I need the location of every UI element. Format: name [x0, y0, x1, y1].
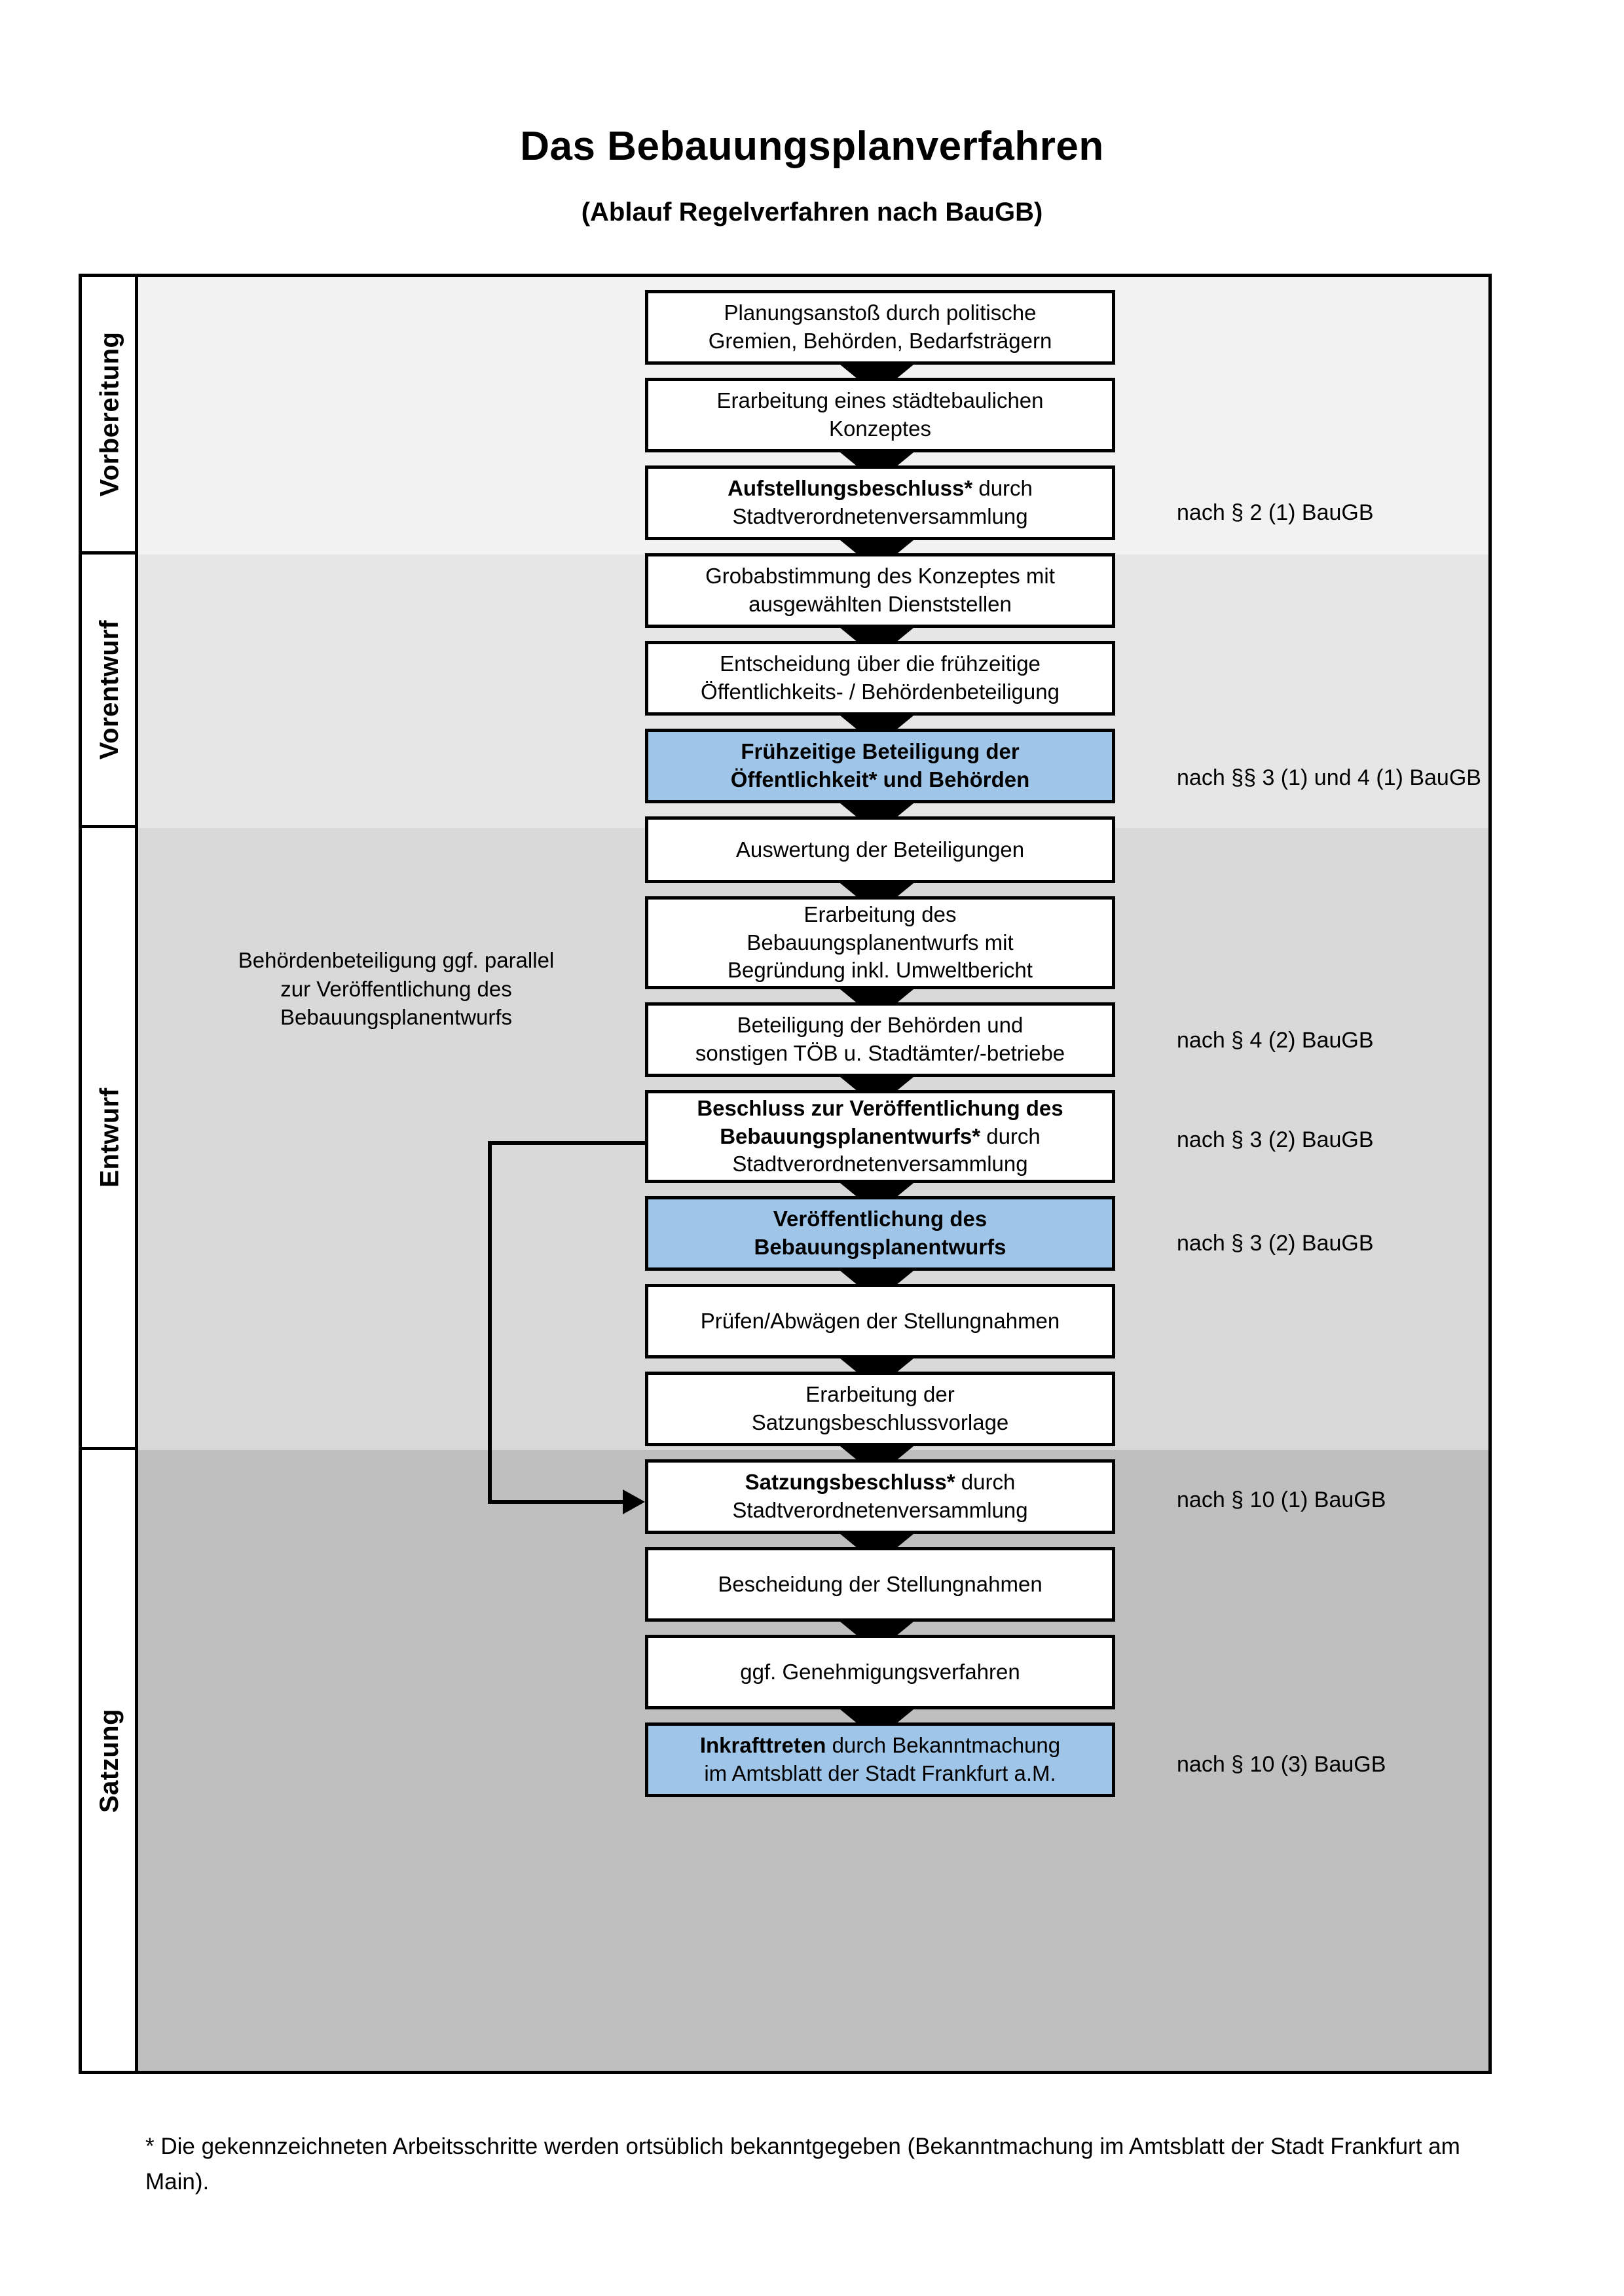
- stage-label-vorentwurf: Vorentwurf: [95, 619, 124, 760]
- stage-label-satzung: Satzung: [95, 1708, 124, 1813]
- step-box-staedtebauliches-konzept[interactable]: Erarbeitung eines städtebaulichen Konzep…: [645, 378, 1115, 452]
- step-text-genehmigungsverfahren: ggf. Genehmigungsverfahren: [740, 1659, 1020, 1684]
- legal-ref-par3-2a: nach § 3 (2) BauGB: [1177, 1127, 1374, 1152]
- step-box-fruehzeitige-beteiligung[interactable]: Frühzeitige Beteiligung der Öffentlichke…: [645, 729, 1115, 803]
- parallel-loop-connector: [488, 1141, 652, 1514]
- step-text-fruehzeitige-beteiligung: Frühzeitige Beteiligung der Öffentlichke…: [730, 739, 1030, 792]
- stage-label-rail: Vorbereitung Vorentwurf Entwurf Satzung: [82, 277, 138, 2071]
- step-box-erarbeitung-satzungsbeschlussvorlage[interactable]: Erarbeitung der Satzungsbeschlussvorlage: [645, 1372, 1115, 1446]
- legal-ref-par10-3: nach § 10 (3) BauGB: [1177, 1752, 1386, 1777]
- step-text-pruefen-abwaegen: Prüfen/Abwägen der Stellungnahmen: [700, 1308, 1060, 1333]
- step-box-entscheidung-fruehzeitige-beteiligung[interactable]: Entscheidung über die frühzeitige Öffent…: [645, 641, 1115, 716]
- step-box-planungsanstoss[interactable]: Planungsanstoß durch politische Gremien,…: [645, 290, 1115, 365]
- step-box-erarbeitung-bplanentwurf[interactable]: Erarbeitung des Bebauungsplanentwurfs mi…: [645, 896, 1115, 989]
- stage-label-entwurf: Entwurf: [95, 1087, 124, 1188]
- step-text-inkrafttreten: Inkrafttreten durch Bekanntmachung im Am…: [699, 1733, 1061, 1785]
- step-box-aufstellungsbeschluss[interactable]: Aufstellungsbeschluss* durch Stadtverord…: [645, 465, 1115, 540]
- step-text-planungsanstoss: Planungsanstoß durch politische Gremien,…: [708, 301, 1052, 353]
- legal-ref-par3-2b: nach § 3 (2) BauGB: [1177, 1231, 1374, 1256]
- step-text-entscheidung-fruehzeitige-beteiligung: Entscheidung über die frühzeitige Öffent…: [701, 651, 1060, 704]
- stage-cell-satzung: Satzung: [82, 1450, 138, 2071]
- title-block: Das Bebauungsplanverfahren (Ablauf Regel…: [0, 124, 1624, 227]
- step-text-beschluss-veroeffentlichung: Beschluss zur Veröffentlichung des Bebau…: [697, 1095, 1063, 1176]
- page-title: Das Bebauungsplanverfahren: [520, 124, 1104, 169]
- step-box-beteiligung-behoerden-toeb[interactable]: Beteiligung der Behörden und sonstigen T…: [645, 1002, 1115, 1077]
- step-text-grobabstimmung: Grobabstimmung des Konzeptes mit ausgewä…: [705, 564, 1055, 616]
- flowchart-frame: Vorbereitung Vorentwurf Entwurf Satzung …: [79, 274, 1492, 2074]
- loop-top-segment: [488, 1141, 648, 1145]
- page-subtitle: (Ablauf Regelverfahren nach BauGB): [581, 198, 1043, 227]
- step-box-satzungsbeschluss[interactable]: Satzungsbeschluss* durch Stadtverordnete…: [645, 1459, 1115, 1534]
- side-note-parallel: Behördenbeteiligung ggf. parallel zur Ve…: [238, 948, 555, 1030]
- step-box-beschluss-veroeffentlichung[interactable]: Beschluss zur Veröffentlichung des Bebau…: [645, 1090, 1115, 1183]
- legal-ref-par3-4-1: nach §§ 3 (1) und 4 (1) BauGB: [1177, 765, 1481, 790]
- legal-ref-par4-2: nach § 4 (2) BauGB: [1177, 1028, 1374, 1053]
- step-text-bescheidung-stellungnahmen: Bescheidung der Stellungnahmen: [718, 1571, 1043, 1596]
- step-box-genehmigungsverfahren[interactable]: ggf. Genehmigungsverfahren: [645, 1635, 1115, 1709]
- step-box-bescheidung-stellungnahmen[interactable]: Bescheidung der Stellungnahmen: [645, 1547, 1115, 1622]
- legal-ref-par2-1: nach § 2 (1) BauGB: [1177, 500, 1374, 525]
- step-box-inkrafttreten[interactable]: Inkrafttreten durch Bekanntmachung im Am…: [645, 1722, 1115, 1797]
- step-text-veroeffentlichung-bplanentwurf: Veröffentlichung des Bebauungsplanentwur…: [754, 1207, 1006, 1259]
- step-text-erarbeitung-satzungsbeschlussvorlage: Erarbeitung der Satzungsbeschlussvorlage: [751, 1382, 1009, 1434]
- step-box-auswertung-beteiligungen[interactable]: Auswertung der Beteiligungen: [645, 816, 1115, 883]
- step-text-erarbeitung-bplanentwurf: Erarbeitung des Bebauungsplanentwurfs mi…: [728, 902, 1033, 983]
- step-box-pruefen-abwaegen[interactable]: Prüfen/Abwägen der Stellungnahmen: [645, 1284, 1115, 1358]
- step-box-veroeffentlichung-bplanentwurf[interactable]: Veröffentlichung des Bebauungsplanentwur…: [645, 1196, 1115, 1271]
- stage-label-vorbereitung: Vorbereitung: [95, 331, 124, 497]
- legal-ref-par10-1: nach § 10 (1) BauGB: [1177, 1487, 1386, 1512]
- loop-bottom-segment: [488, 1500, 624, 1504]
- stage-cell-vorentwurf: Vorentwurf: [82, 555, 138, 828]
- stage-cell-entwurf: Entwurf: [82, 828, 138, 1450]
- step-box-grobabstimmung[interactable]: Grobabstimmung des Konzeptes mit ausgewä…: [645, 553, 1115, 628]
- stage-cell-vorbereitung: Vorbereitung: [82, 277, 138, 555]
- loop-arrowhead: [623, 1489, 645, 1514]
- footnote-text: * Die gekennzeichneten Arbeitsschritte w…: [145, 2134, 1460, 2195]
- loop-left-segment: [488, 1141, 492, 1504]
- step-text-auswertung-beteiligungen: Auswertung der Beteiligungen: [735, 837, 1025, 862]
- step-text-beteiligung-behoerden-toeb: Beteiligung der Behörden und sonstigen T…: [695, 1013, 1065, 1065]
- step-text-staedtebauliches-konzept: Erarbeitung eines städtebaulichen Konzep…: [716, 388, 1044, 441]
- step-text-aufstellungsbeschluss: Aufstellungsbeschluss* durch Stadtverord…: [728, 476, 1033, 528]
- step-text-satzungsbeschluss: Satzungsbeschluss* durch Stadtverordnete…: [732, 1470, 1028, 1522]
